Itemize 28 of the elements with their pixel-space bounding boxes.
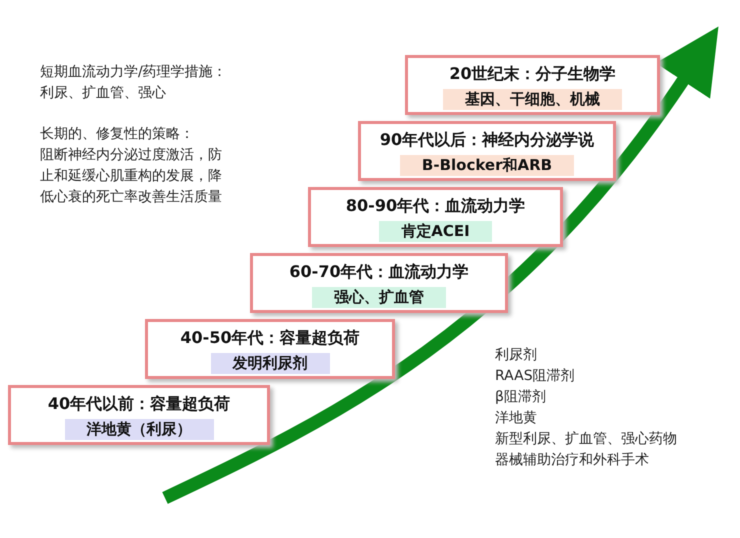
treatment-list-item: β阻滞剂 bbox=[495, 388, 546, 407]
treatment-list-item: 利尿剂 bbox=[495, 346, 537, 365]
era-box bbox=[145, 319, 395, 379]
treatment-highlight: 肯定ACEI bbox=[379, 221, 492, 242]
treatment-list-item: 器械辅助治疗和外科手术 bbox=[495, 451, 649, 470]
treatment-highlight: B-Blocker和ARB bbox=[400, 155, 574, 176]
treatment-list-item: 洋地黄 bbox=[495, 409, 537, 428]
era-heading: 80-90年代：血流动力学 bbox=[346, 196, 526, 217]
era-heading: 40-50年代：容量超负荷 bbox=[180, 328, 360, 349]
era-box bbox=[358, 121, 616, 181]
era-heading: 40年代以前：容量超负荷 bbox=[48, 394, 230, 415]
era-box bbox=[405, 55, 660, 115]
treatment-highlight: 发明利尿剂 bbox=[210, 353, 330, 374]
era-box bbox=[308, 187, 563, 247]
treatment-highlight: 洋地黄（利尿） bbox=[64, 419, 214, 440]
treatment-list-item: 新型利尿、扩血管、强心药物 bbox=[495, 430, 677, 449]
era-box bbox=[250, 253, 508, 313]
era-box bbox=[8, 385, 270, 445]
strategy-heading: 长期的、修复性的策略： bbox=[40, 125, 194, 144]
era-heading: 60-70年代：血流动力学 bbox=[289, 262, 469, 283]
treatment-highlight: 强心、扩血管 bbox=[312, 287, 446, 308]
treatment-highlight: 基因、干细胞、机械 bbox=[443, 89, 622, 110]
era-heading: 20世纪末：分子生物学 bbox=[449, 64, 616, 85]
strategy-text: 利尿、扩血管、强心 bbox=[40, 84, 166, 103]
treatment-list-item: RAAS阻滞剂 bbox=[495, 367, 575, 386]
strategy-text: 阻断神经内分泌过度激活，防止和延缓心肌重构的发展，降低心衰的死亡率改善生活质量 bbox=[40, 146, 223, 207]
era-heading: 90年代以后：神经内分泌学说 bbox=[380, 130, 594, 151]
strategy-heading: 短期血流动力学/药理学措施： bbox=[40, 63, 227, 82]
